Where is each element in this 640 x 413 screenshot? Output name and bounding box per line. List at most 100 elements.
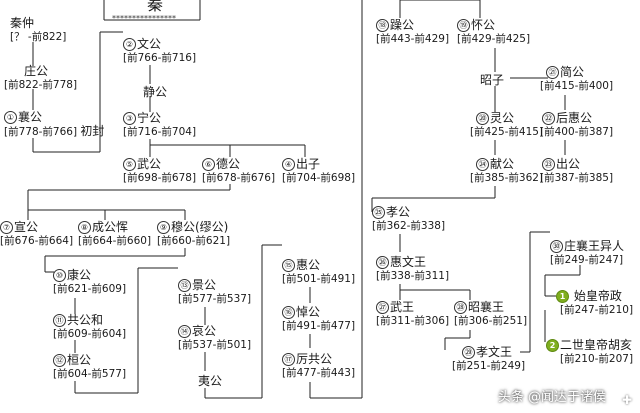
node-note: 初封 — [80, 124, 105, 138]
title-stars: **************** — [112, 14, 176, 23]
node-years: [前247-前210] — [560, 304, 634, 316]
node-name: 孝公 — [386, 205, 411, 219]
node-years: [前385-前362] — [470, 172, 544, 184]
reign-number: ⑲ — [457, 19, 470, 32]
node-years: [前251-前249] — [452, 360, 526, 372]
reign-number: ㉒ — [542, 112, 555, 125]
reign-number: ㉚ — [550, 240, 563, 253]
node-years: [前311-前306] — [376, 315, 450, 327]
node-name: 武公 — [137, 157, 162, 171]
node-name: 德公 — [216, 157, 241, 171]
node-years: [前698-前678] — [123, 172, 197, 184]
node-years: [前425-前415] — [470, 126, 544, 138]
toutiao-icon: ✚ — [622, 393, 633, 407]
reign-number: ㉕ — [372, 206, 385, 219]
node-yigong: 夷公 — [198, 374, 223, 388]
node-years: [前429-前425] — [457, 33, 531, 45]
node-name: 惠文王 — [390, 255, 427, 269]
node-years: [前415-前400] — [540, 80, 614, 92]
node-years: [前664-前660] — [78, 235, 152, 247]
reign-number: ㉖ — [376, 256, 389, 269]
node-name: 武王 — [390, 300, 415, 314]
node-zhuanggong: 庄公 [前822-前778] — [4, 64, 77, 92]
reign-number: ⑱ — [376, 19, 389, 32]
reign-number: ㉙ — [462, 346, 475, 359]
reign-number: ⑳ — [476, 112, 489, 125]
reign-number: ⑪ — [53, 314, 66, 327]
node-name: 厉共公 — [296, 352, 333, 366]
node-name: 景公 — [192, 278, 217, 292]
node-years: [前678-前676] — [202, 172, 276, 184]
node-name: 简公 — [560, 65, 585, 79]
node-years: [前338-前311] — [376, 270, 450, 282]
reign-number: ③ — [123, 112, 136, 125]
node-years: [前443-前429] — [376, 33, 450, 45]
node-years: [前778-前766] — [4, 126, 78, 138]
reign-number: ㉗ — [376, 301, 389, 314]
node-years: [？ -前822] — [10, 31, 67, 43]
node-years: [前501-前491] — [282, 273, 356, 285]
node-years: [前822-前778] — [4, 79, 78, 91]
node-jinggong0: 静公 — [143, 85, 168, 99]
reign-number: ㉑ — [546, 66, 559, 79]
node-years: [前210-前207] — [560, 353, 634, 365]
node-name: 躁公 — [390, 18, 415, 32]
emperor-number: 2 — [546, 339, 559, 352]
reign-number: ⑩ — [53, 269, 66, 282]
node-shihuangdi: 1 始皇帝政 [前247-前210] — [556, 289, 633, 317]
node-years: [前604-前577] — [53, 368, 127, 380]
node-name: 后惠公 — [556, 111, 593, 125]
node-name: 昭襄王 — [468, 300, 505, 314]
node-years: [前716-前704] — [123, 126, 197, 138]
node-name: 出子 — [296, 157, 321, 171]
node-years: [前660-前621] — [157, 235, 231, 247]
watermark-text: 头条 @闻达于诸侯 — [497, 390, 606, 405]
node-name: 庄襄王异人 — [564, 239, 625, 253]
node-years: [前306-前251] — [454, 315, 528, 327]
node-years: [前766-前716] — [123, 52, 197, 64]
reign-number: ⑧ — [78, 221, 91, 234]
dynasty-title: 秦 — [146, 0, 163, 14]
emperor-number: 1 — [556, 290, 569, 303]
node-years: [前609-前604] — [53, 328, 127, 340]
node-name: 康公 — [67, 268, 92, 282]
node-years: [前621-前609] — [53, 283, 127, 295]
reign-number: ⑬ — [178, 279, 191, 292]
reign-number: ⑯ — [282, 306, 295, 319]
node-years: [前704-前698] — [282, 172, 356, 184]
reign-number: ⑦ — [0, 221, 13, 234]
node-years: [前676-前664] — [0, 235, 74, 247]
reign-number: ㉘ — [454, 301, 467, 314]
node-name: 襄公 — [18, 110, 43, 124]
node-name: 宁公 — [137, 111, 162, 125]
reign-number: ① — [4, 111, 17, 124]
node-name: 文公 — [137, 37, 162, 51]
reign-number: ⑮ — [282, 259, 295, 272]
reign-number: ⑥ — [202, 158, 215, 171]
